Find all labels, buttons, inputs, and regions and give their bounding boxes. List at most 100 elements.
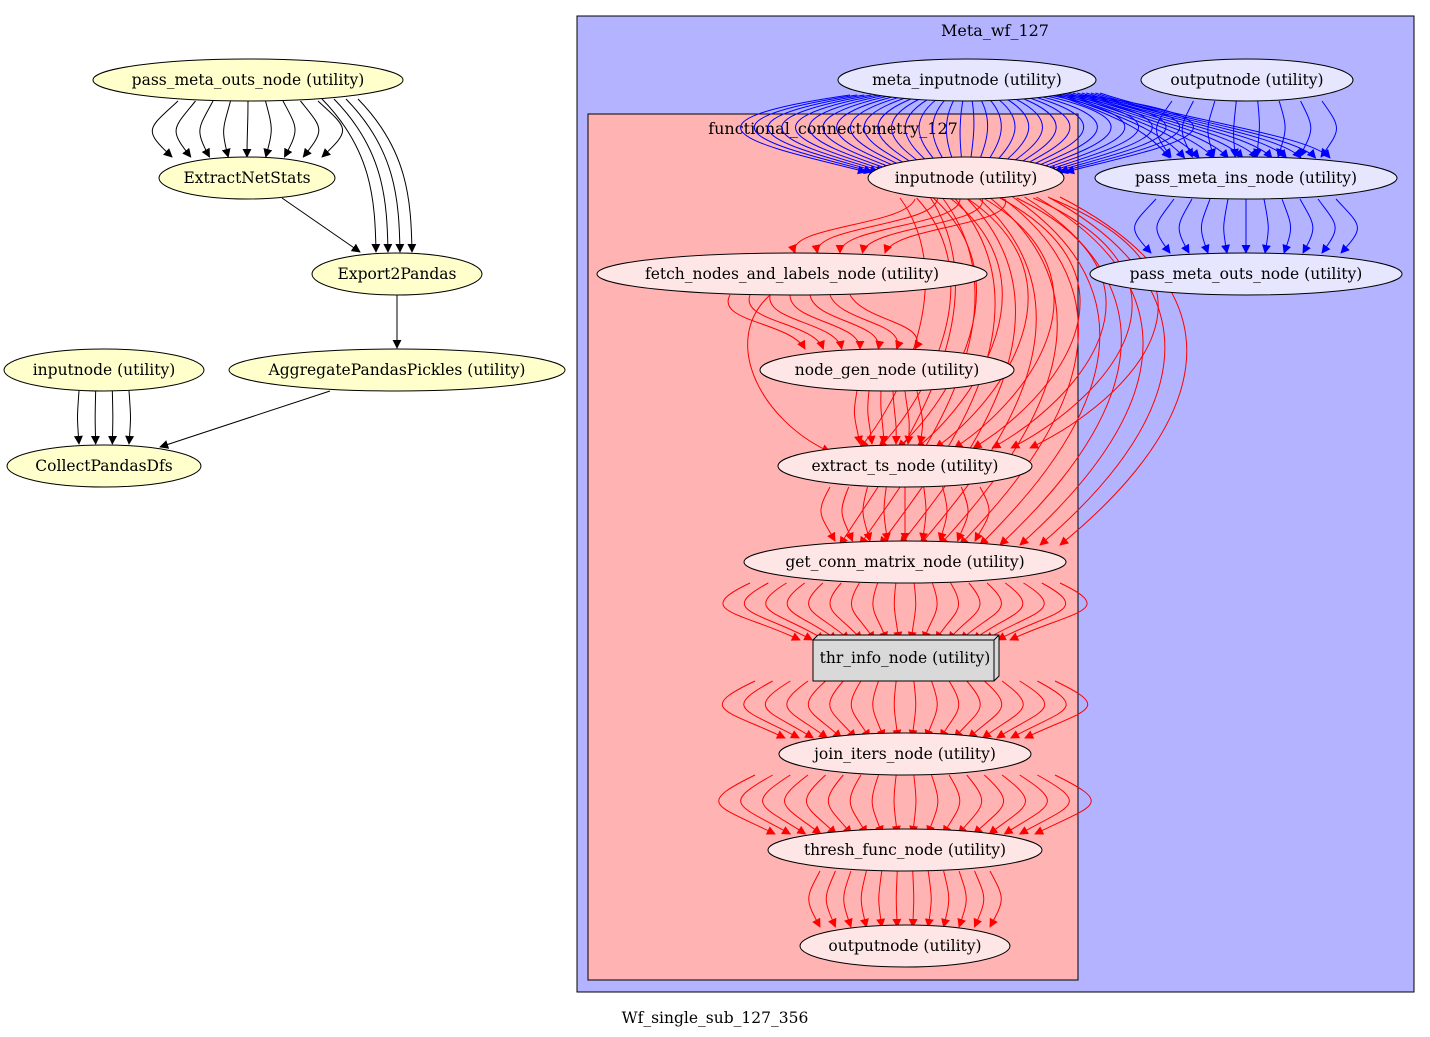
- edge-input-getconn-9: [1019, 196, 1144, 546]
- edge-extract-getconn-3: [881, 486, 891, 542]
- edge-join-thresh-15: [1003, 774, 1048, 835]
- edge-getconn-thrinfo-5: [829, 582, 863, 641]
- edge-input-getconn-10: [1039, 196, 1166, 546]
- thr-info-node[interactable]: thr_info_node (utility): [812, 634, 1000, 682]
- edge-meta-passins-1: [1054, 92, 1186, 159]
- edge-passmeta-export-0: [321, 98, 381, 253]
- collect-label: CollectPandasDfs: [35, 457, 172, 475]
- edge-meta-input-27: [1028, 94, 1112, 174]
- edge-passmeta-extract-8: [317, 100, 343, 158]
- edge-join-thresh-0: [718, 774, 776, 835]
- edge-outnode-passins-2: [1207, 100, 1216, 158]
- edge-passmeta-extract-1: [175, 100, 196, 158]
- meta-inputnode-node[interactable]: meta_inputnode (utility): [837, 58, 1097, 102]
- nodes: pass_meta_outs_node (utility) ExtractNet…: [3, 58, 1403, 968]
- edge-passmeta-extract-3: [221, 100, 231, 158]
- edge-passmeta-extract-0: [152, 100, 179, 158]
- edge-input-fetch-4: [883, 198, 1006, 254]
- edge-join-thresh-6: [849, 774, 868, 835]
- thresh-func-node[interactable]: thresh_func_node (utility): [767, 828, 1043, 872]
- edge-passmeta-extract-5: [263, 100, 273, 158]
- export2pandas-label: Export2Pandas: [338, 265, 457, 283]
- edge-passins-passouts-10: [1335, 198, 1358, 254]
- edge-meta-input-6: [822, 94, 904, 174]
- get-conn-node[interactable]: get_conn_matrix_node (utility): [743, 540, 1067, 584]
- edge-thresh-output-4: [876, 870, 886, 928]
- edge-passins-passouts-0: [1134, 198, 1157, 254]
- edge-join-thresh-13: [973, 774, 1005, 835]
- edge-thrinfo-join-1: [743, 680, 800, 739]
- inputnode-left-node[interactable]: inputnode (utility): [3, 348, 205, 392]
- edge-passins-passouts-8: [1299, 198, 1314, 254]
- edge-getconn-thrinfo-3: [786, 582, 838, 641]
- edges: [73, 92, 1358, 928]
- edge-thresh-output-10: [973, 870, 985, 928]
- pass-meta-outs-left-node[interactable]: pass_meta_outs_node (utility): [92, 58, 404, 102]
- outputnode-meta-label: outputnode (utility): [1170, 71, 1323, 89]
- node-gen-node[interactable]: node_gen_node (utility): [759, 348, 1015, 392]
- extract-net-stats-node[interactable]: ExtractNetStats: [158, 156, 336, 200]
- edge-passmeta-export-2: [345, 98, 405, 253]
- edge-thrinfo-join-8: [892, 680, 902, 739]
- fetch-nodes-node[interactable]: fetch_nodes_and_labels_node (utility): [596, 252, 988, 296]
- edge-outnode-passins-0: [1156, 100, 1173, 158]
- edge-thrinfo-join-16: [1010, 680, 1067, 739]
- edge-thrinfo-join-10: [924, 680, 938, 739]
- edge-thresh-output-0: [808, 870, 821, 928]
- edge-input-getconn-1: [859, 196, 976, 546]
- pass-meta-outs-right-node[interactable]: pass_meta_outs_node (utility): [1089, 252, 1403, 296]
- edge-meta-input-7: [836, 94, 910, 173]
- inputnode-left-label: inputnode (utility): [33, 361, 176, 379]
- edge-thresh-output-3: [860, 870, 869, 928]
- edge-aggregate-collect: [159, 390, 331, 449]
- edge-input-extract-1: [878, 197, 952, 449]
- edge-inputnode-collect-3: [125, 390, 135, 445]
- edge-thrinfo-join-5: [829, 680, 857, 739]
- edge-outnode-passins-6: [1299, 100, 1312, 158]
- join-iters-node[interactable]: join_iters_node (utility): [778, 732, 1032, 776]
- edge-join-thresh-5: [827, 774, 853, 835]
- extract-ts-node[interactable]: extract_ts_node (utility): [777, 444, 1033, 488]
- edge-join-thresh-12: [957, 774, 983, 835]
- edge-meta-input-33: [1065, 94, 1194, 175]
- edge-meta-passins-9: [1090, 92, 1302, 159]
- pass-meta-outs-right-label: pass_meta_outs_node (utility): [1130, 265, 1363, 283]
- edge-join-thresh-7: [871, 774, 884, 835]
- edge-getconn-thrinfo-9: [907, 582, 917, 641]
- edge-input-getconn-0: [839, 196, 956, 546]
- edge-passins-passouts-1: [1156, 198, 1175, 254]
- meta-cluster-label: Meta_wf_127: [941, 21, 1049, 40]
- export2pandas-node[interactable]: Export2Pandas: [311, 252, 483, 296]
- edge-input-extract-9: [1029, 197, 1159, 449]
- edge-extract-export: [281, 197, 361, 253]
- pass-meta-ins-node[interactable]: pass_meta_ins_node (utility): [1094, 156, 1398, 200]
- edge-getconn-thrinfo-10: [922, 582, 938, 641]
- edge-getconn-thrinfo-7: [872, 582, 888, 641]
- edge-getconn-thrinfo-2: [765, 582, 826, 641]
- inputnode-func-node[interactable]: inputnode (utility): [867, 156, 1065, 200]
- edge-getconn-thrinfo-4: [808, 582, 851, 641]
- edge-join-thresh-14: [988, 774, 1026, 835]
- edge-getconn-thrinfo-1: [743, 582, 814, 641]
- edge-thrinfo-join-0: [721, 680, 786, 739]
- edge-join-thresh-4: [805, 774, 837, 835]
- aggregate-node[interactable]: AggregatePandasPickles (utility): [228, 348, 566, 392]
- get-conn-label: get_conn_matrix_node (utility): [785, 553, 1024, 571]
- edge-outnode-passins-4: [1253, 100, 1263, 158]
- edge-thresh-output-1: [825, 870, 837, 928]
- edge-meta-input-3: [781, 94, 886, 174]
- edge-input-getconn-2: [879, 196, 996, 546]
- edge-extract-getconn-7: [956, 486, 969, 542]
- edge-input-fetch-1: [811, 198, 938, 254]
- edge-nodegen-extract-2: [879, 390, 889, 445]
- collect-node[interactable]: CollectPandasDfs: [6, 444, 202, 488]
- edge-join-thresh-1: [740, 774, 792, 835]
- edge-meta-passins-11: [1099, 92, 1331, 159]
- outputnode-meta-node[interactable]: outputnode (utility): [1140, 58, 1354, 102]
- edge-thresh-output-5: [892, 870, 902, 928]
- edge-inputnode-collect-1: [90, 390, 100, 445]
- edge-thresh-output-9: [957, 870, 967, 928]
- outputnode-func-node[interactable]: outputnode (utility): [799, 924, 1011, 968]
- fetch-nodes-label: fetch_nodes_and_labels_node (utility): [645, 265, 939, 283]
- edge-join-thresh-8: [891, 774, 901, 835]
